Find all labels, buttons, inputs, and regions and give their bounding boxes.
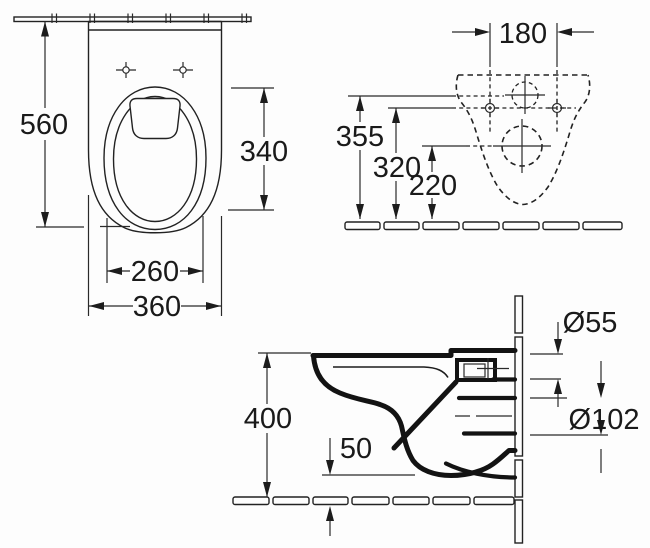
bowl-back-diagonal <box>391 379 459 451</box>
wall-line-side <box>514 295 524 544</box>
seat-ring-inner <box>112 95 198 223</box>
trap-bottom <box>443 461 518 480</box>
seat-inner-line <box>333 366 449 378</box>
inlet-spud-inner <box>463 363 486 378</box>
hinge-crosshair-left <box>116 62 136 78</box>
dim-inlet-diameter: Ø55 <box>530 307 617 407</box>
dim-label-220: 220 <box>409 170 457 202</box>
dim-label-180: 180 <box>499 18 547 50</box>
floor-line-side <box>232 496 515 506</box>
dim-560: 560 <box>20 21 130 228</box>
hinge-crosshair-right <box>173 62 193 78</box>
dim-320: 320 <box>373 108 421 219</box>
outlet-hole <box>493 119 551 173</box>
dim-260: 260 <box>106 216 204 288</box>
dim-label-outlet-diameter: Ø102 <box>569 404 640 436</box>
dim-label-400: 400 <box>244 403 292 435</box>
dim-label-260: 260 <box>131 256 179 288</box>
dim-400: 400 <box>244 352 311 497</box>
dim-label-360: 360 <box>133 291 181 323</box>
body-outline <box>87 20 223 234</box>
floor-line <box>344 221 623 231</box>
rim-top <box>310 348 518 358</box>
dim-label-320: 320 <box>373 152 421 184</box>
dim-220: 220 <box>409 146 457 219</box>
dim-label-355: 355 <box>336 121 384 153</box>
dim-label-inlet-diameter: Ø55 <box>563 307 618 339</box>
plan-view: 560 340 260 360 <box>13 13 288 323</box>
dim-label-50: 50 <box>340 433 372 465</box>
dim-360: 360 <box>87 195 223 323</box>
flush-opening <box>129 97 181 140</box>
wall-line <box>13 13 252 23</box>
dim-355: 355 <box>336 96 384 219</box>
dim-180: 180 <box>452 18 594 133</box>
dim-outlet-diameter: Ø102 <box>530 361 639 473</box>
dim-label-340: 340 <box>240 136 288 168</box>
toilet-profile <box>310 348 518 480</box>
rear-view: 180 355 320 220 <box>336 18 623 231</box>
dim-50: 50 <box>322 433 415 536</box>
side-view: 400 50 Ø55 Ø102 <box>232 295 639 544</box>
bowl-outer-curve <box>311 353 518 478</box>
rear-outline <box>455 74 591 206</box>
dim-label-560: 560 <box>20 109 68 141</box>
dim-340: 340 <box>228 87 288 211</box>
inlet-centerline <box>477 358 509 379</box>
seat-ring-outer <box>103 86 207 231</box>
